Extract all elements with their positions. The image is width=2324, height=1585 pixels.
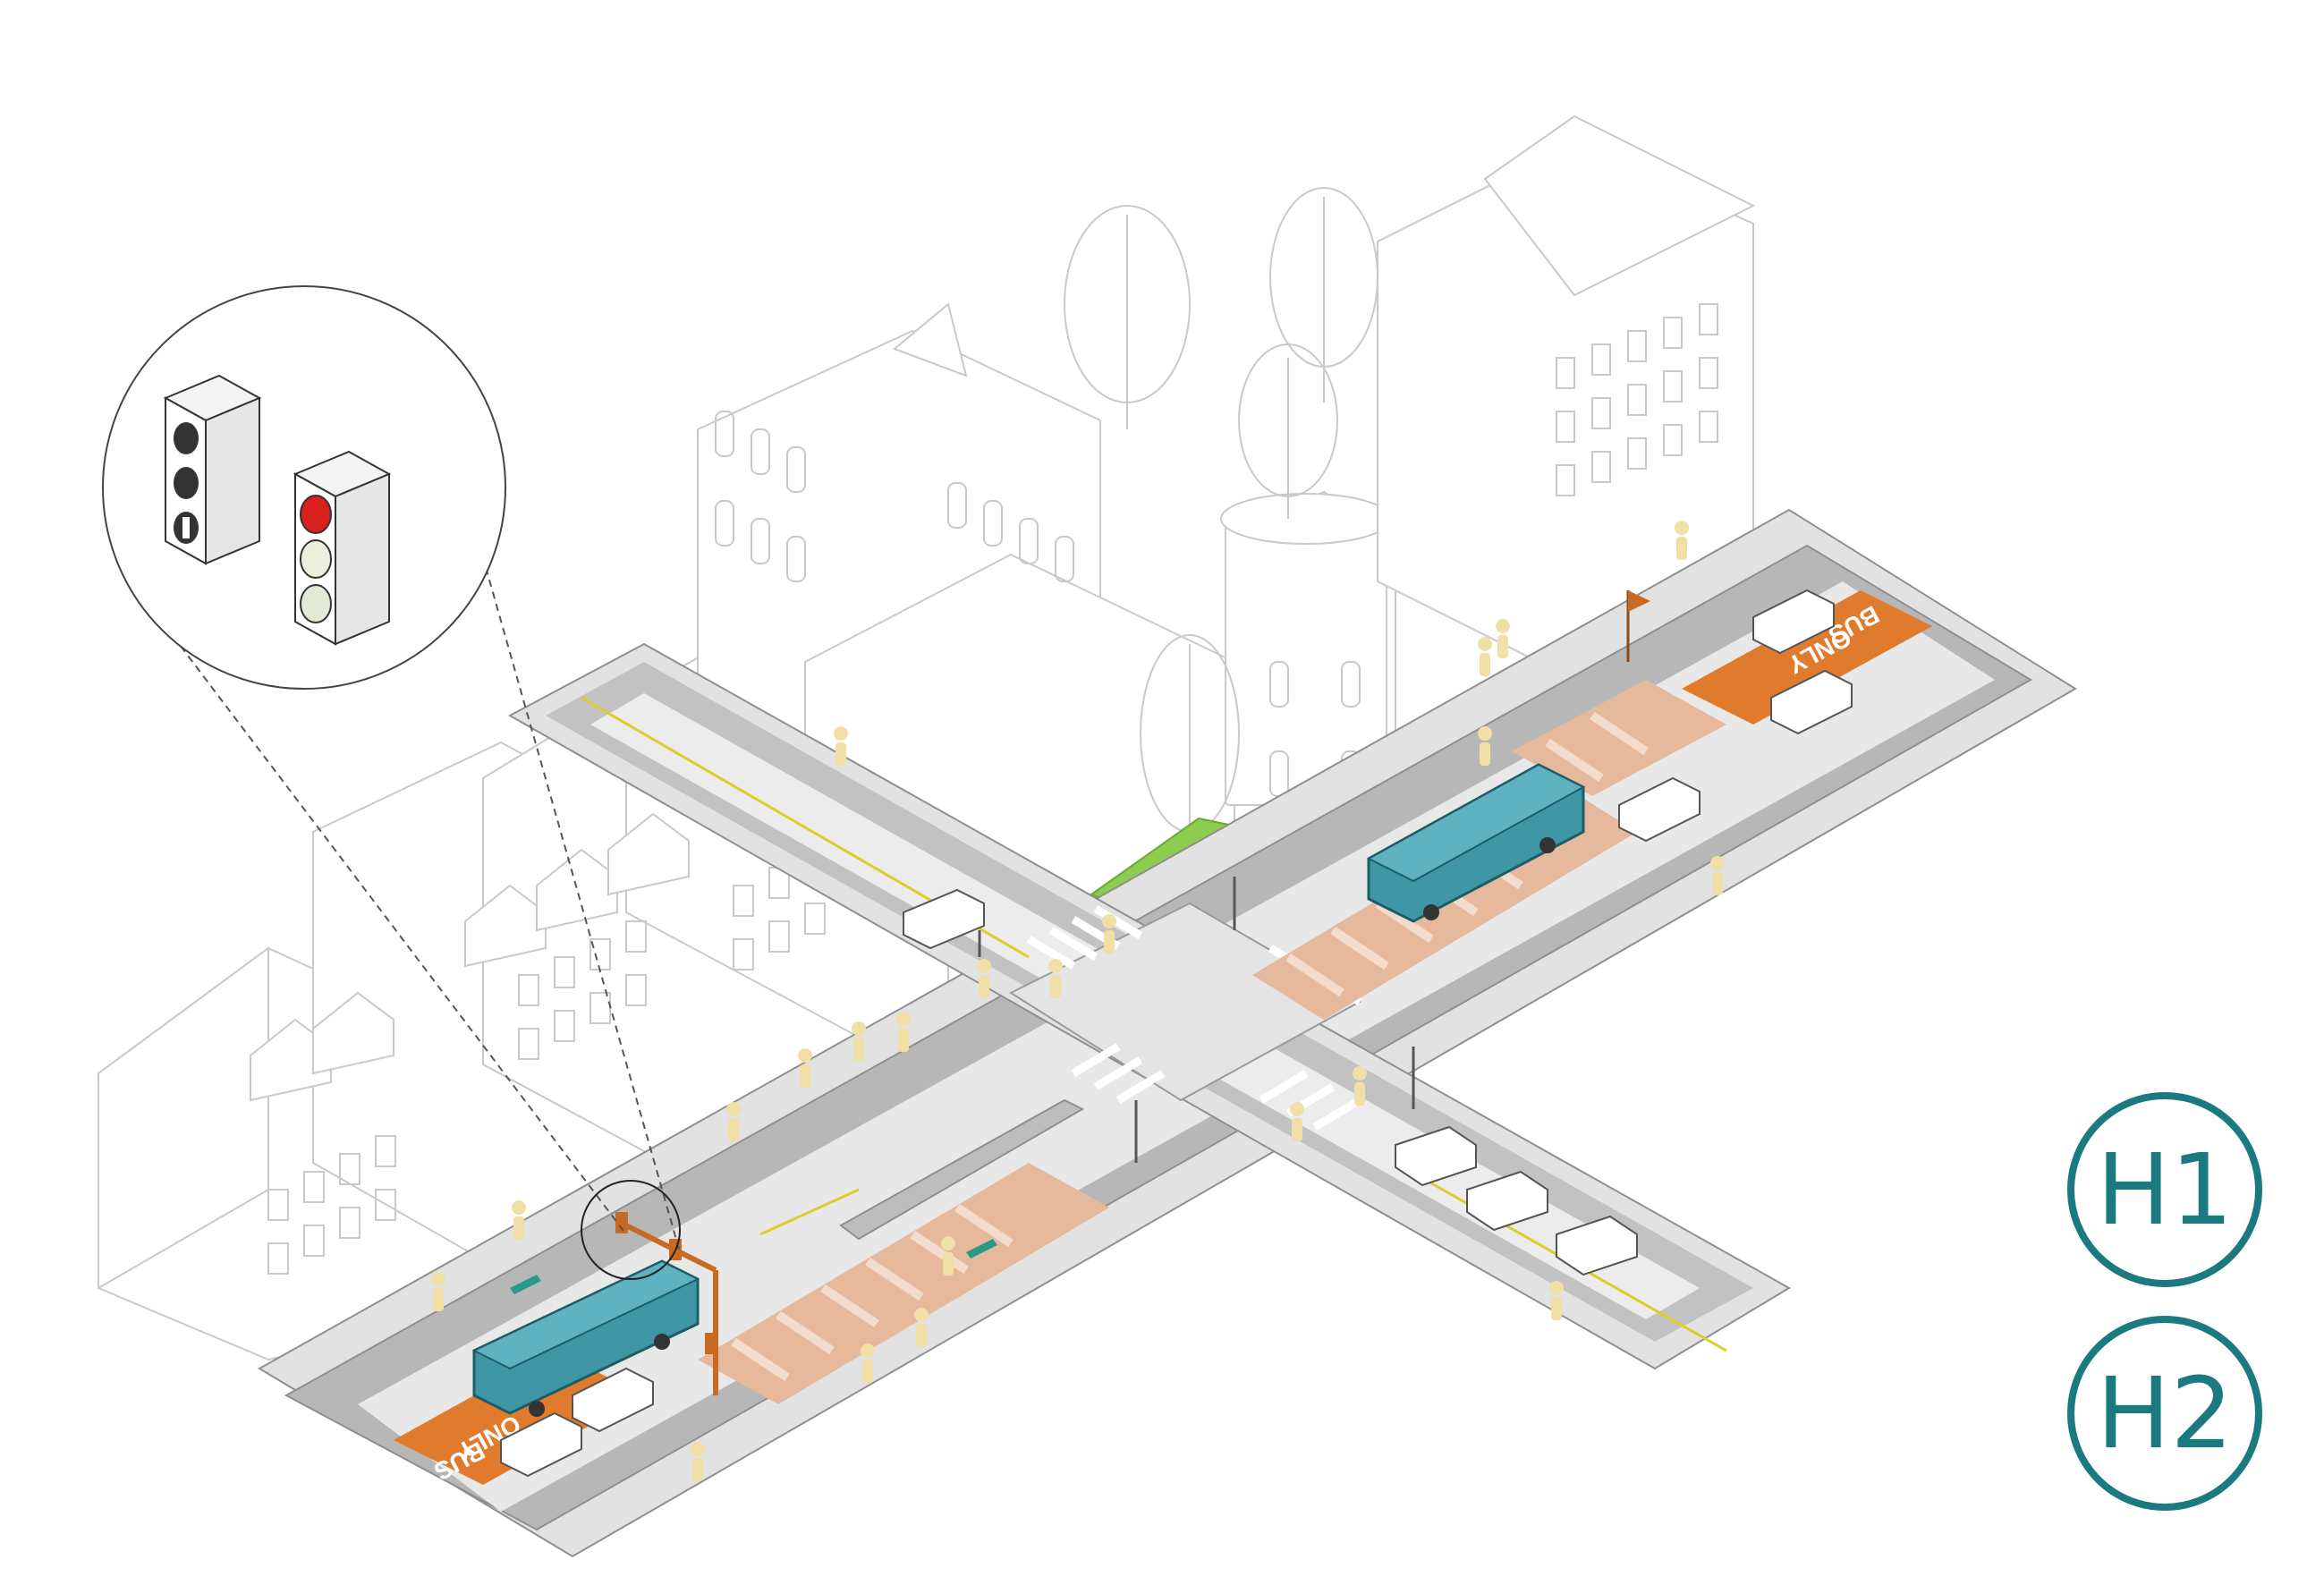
yellow-line-main [759,1188,860,1236]
badge-h1: H1 [2067,1092,2262,1287]
signal-head-small-3 [705,1333,717,1354]
badge-h1-label: H1 [2097,1132,2234,1247]
badge-h2-label: H2 [2097,1356,2234,1471]
bus-lower-left [471,1259,700,1417]
callout [102,285,681,1280]
signal-head-small [615,1212,628,1233]
median-island [839,1098,1085,1241]
pedestrians [431,521,1725,1481]
bicycle-signal-icon [163,374,262,565]
bus-upper-right [1366,763,1586,923]
amber-light [300,539,332,579]
red-light [300,495,332,534]
flag-icon [1628,590,1650,612]
traffic-light-icon [293,450,392,646]
green-light [300,584,332,623]
benches [510,1239,997,1294]
badge-h2: H2 [2067,1316,2262,1511]
building-windows [267,303,1718,1275]
callout-small-circle [581,1180,681,1280]
cars [500,589,1853,1478]
